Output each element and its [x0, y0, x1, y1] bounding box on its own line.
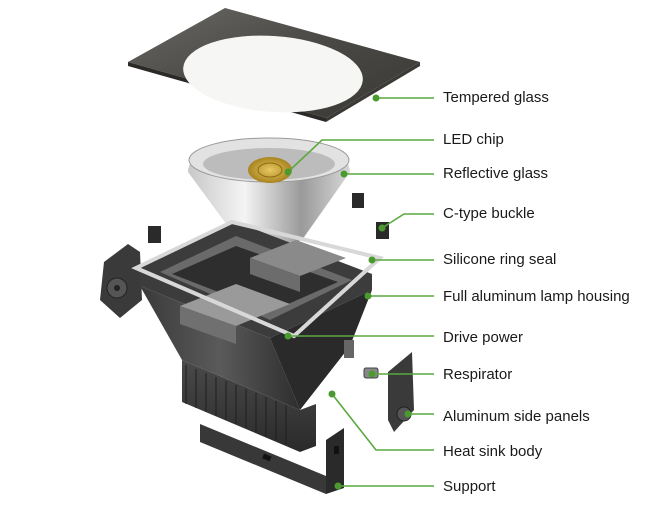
led-chip-part: [248, 157, 292, 183]
leader-dot-c-type-buckle: [378, 224, 386, 232]
leader-dot-reflective-glass: [340, 170, 348, 178]
label-c-type-buckle: C-type buckle: [443, 205, 535, 222]
support-part: [200, 424, 344, 494]
leader-dot-heat-sink-body: [328, 390, 336, 398]
reflective-glass-part: [188, 137, 350, 246]
label-support: Support: [443, 478, 496, 495]
heat-sink-part: [182, 360, 316, 452]
leader-line-led-chip: [287, 139, 434, 173]
leader-dot-support: [334, 482, 342, 490]
label-aluminum-side-panels: Aluminum side panels: [443, 408, 590, 425]
label-tempered-glass: Tempered glass: [443, 89, 549, 106]
label-reflective-glass: Reflective glass: [443, 165, 549, 182]
left-bracket: [100, 244, 142, 318]
side-panel-part: [388, 352, 414, 432]
leader-dot-aluminum-side-panels: [404, 410, 412, 418]
leader-dot-silicone-ring-seal: [368, 256, 376, 264]
drive-power-part: [180, 284, 290, 326]
leader-dot-led-chip: [284, 168, 292, 176]
leader-line-heat-sink-body: [331, 393, 434, 451]
leader-dot-respirator: [368, 370, 376, 378]
leader-dot-drive-power: [284, 332, 292, 340]
housing-part: [140, 222, 372, 410]
label-drive-power: Drive power: [443, 329, 524, 346]
leader-dot-full-aluminum-lamp-housing: [364, 292, 372, 300]
label-full-aluminum-lamp-housing: Full aluminum lamp housing: [443, 288, 630, 305]
leader-line-c-type-buckle: [381, 213, 434, 229]
leader-lines: [284, 94, 434, 490]
label-silicone-ring-seal: Silicone ring seal: [443, 251, 557, 268]
label-heat-sink-body: Heat sink body: [443, 443, 543, 460]
silicone-ring-part: [131, 219, 385, 339]
tempered-glass-part: [128, 8, 420, 122]
label-respirator: Respirator: [443, 366, 513, 383]
label-led-chip: LED chip: [443, 131, 504, 148]
leader-dot-tempered-glass: [372, 94, 380, 102]
